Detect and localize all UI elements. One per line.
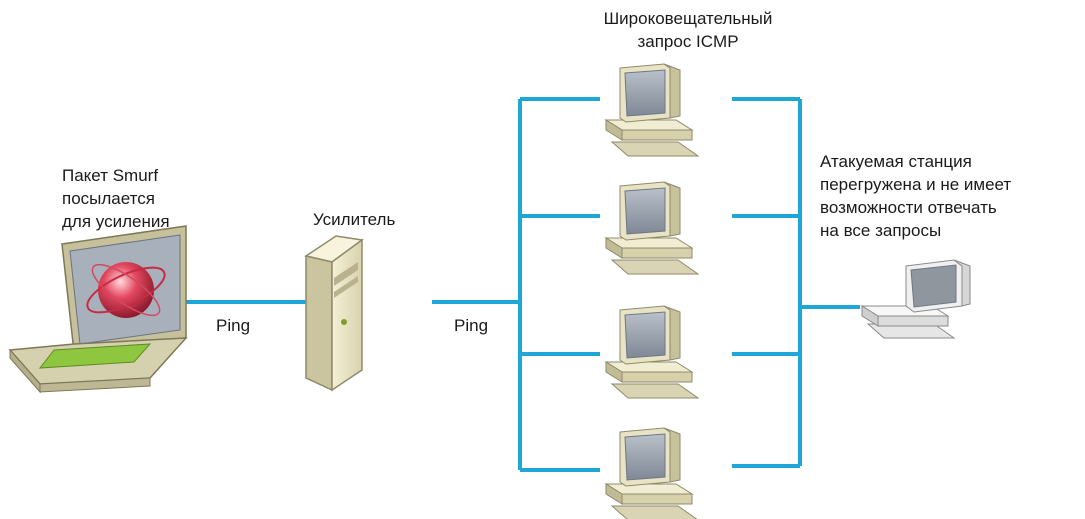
amplifier-label: Усилитель [313,210,396,229]
victim-label-line: возможности отвечать [820,198,997,217]
desktop-computer-icon [605,181,699,275]
victim-label: Атакуемая станция перегружена и не имеет… [820,150,1011,242]
network-links [186,97,860,472]
broadcast-label: Широковещательный запрос ICMP [568,7,808,53]
victim-computer-icon [860,259,971,339]
source-label-line: посылается [62,189,155,208]
victim-label-line: Атакуемая станция [820,152,972,171]
source-label-line: Пакет Smurf [62,166,159,185]
desktop-computer-icon [605,63,699,157]
source-label-line: для усиления [62,212,170,231]
laptop-icon [8,225,188,394]
ping-label-right: Ping [454,316,489,335]
broadcast-label-line: Широковещательный [603,9,773,28]
broadcast-label-line: запрос ICMP [637,32,739,51]
source-label: Пакет Smurf посылается для усиления [62,164,170,233]
ping-label-left: Ping [216,316,251,335]
desktop-computer-icon [605,305,699,399]
victim-label-line: перегружена и не имеет [820,175,1012,194]
victim-label-line: на все запросы [820,221,942,240]
server-tower-icon [304,235,364,392]
desktop-computer-icon [605,427,699,519]
